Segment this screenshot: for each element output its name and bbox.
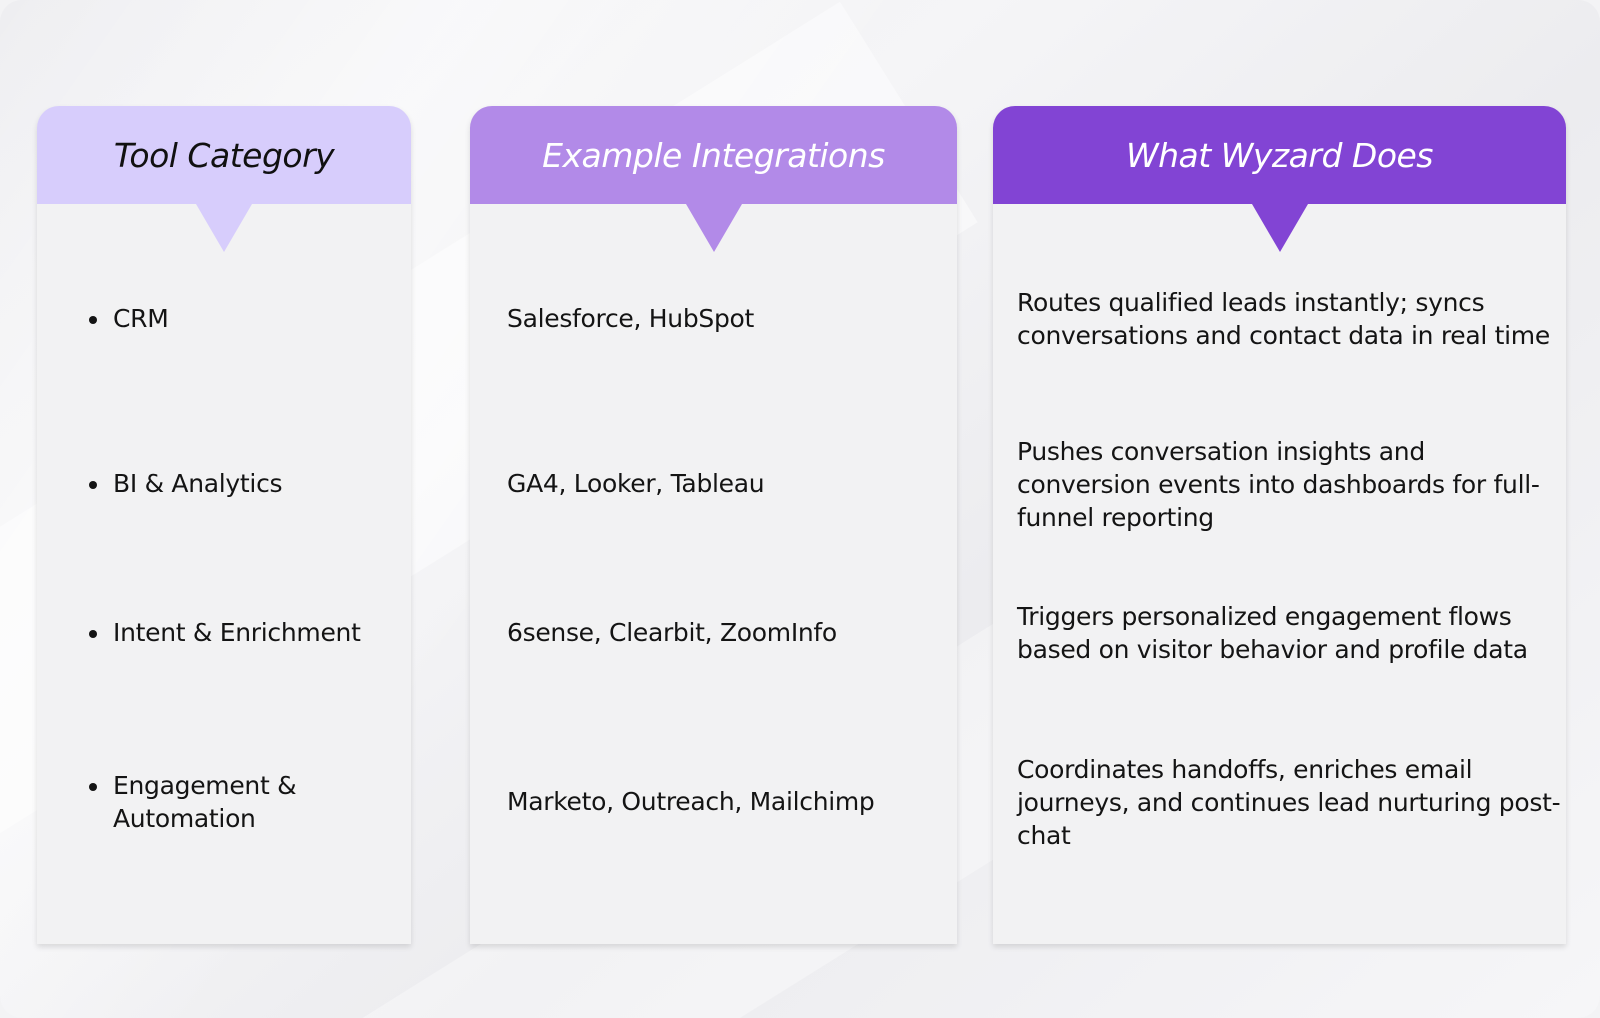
header-pointer-arrow xyxy=(196,204,252,252)
examples-cell-engagement-automation: Marketo, Outreach, Mailchimp xyxy=(507,787,875,816)
wyzard-cell-crm: Routes qualified leads instantly; syncs … xyxy=(1017,288,1550,350)
category-label: CRM xyxy=(113,304,169,333)
header-pointer-arrow xyxy=(1251,204,1308,252)
header-pointer-arrow xyxy=(685,204,742,252)
what-wyzard-does-title: What Wyzard Does xyxy=(1126,135,1434,175)
examples-cell-crm: Salesforce, HubSpot xyxy=(507,304,755,333)
bullet-icon xyxy=(89,481,97,489)
bullet-icon xyxy=(89,316,97,324)
tool-category-column: Tool Category CRM BI & Analytics Intent … xyxy=(37,106,411,944)
category-cell-intent-enrichment: Intent & Enrichment xyxy=(87,616,423,649)
wyzard-cell-bi-analytics: Pushes conversation insights and convers… xyxy=(1017,437,1540,532)
bullet-icon xyxy=(89,783,97,791)
examples-cell-bi-analytics: GA4, Looker, Tableau xyxy=(507,469,765,498)
category-label: BI & Analytics xyxy=(113,469,283,498)
bullet-icon xyxy=(89,630,97,638)
example-integrations-column: Example Integrations Salesforce, HubSpot… xyxy=(470,106,957,944)
what-wyzard-does-header: What Wyzard Does xyxy=(993,106,1566,252)
category-cell-crm: CRM xyxy=(87,302,423,335)
category-cell-bi-analytics: BI & Analytics xyxy=(87,467,423,500)
category-label: Engagement & Automation xyxy=(113,771,297,833)
example-integrations-header: Example Integrations xyxy=(470,106,957,252)
category-cell-engagement-automation: Engagement & Automation xyxy=(87,769,333,835)
example-integrations-title: Example Integrations xyxy=(542,135,885,175)
what-wyzard-does-column: What Wyzard Does Routes qualified leads … xyxy=(993,106,1566,944)
wyzard-cell-intent-enrichment: Triggers personalized engagement flows b… xyxy=(1017,602,1528,664)
category-label: Intent & Enrichment xyxy=(113,618,361,647)
tool-category-header: Tool Category xyxy=(37,106,411,252)
tool-category-title: Tool Category xyxy=(113,135,335,175)
examples-cell-intent-enrichment: 6sense, Clearbit, ZoomInfo xyxy=(507,618,837,647)
wyzard-cell-engagement-automation: Coordinates handoffs, enriches email jou… xyxy=(1017,755,1561,850)
